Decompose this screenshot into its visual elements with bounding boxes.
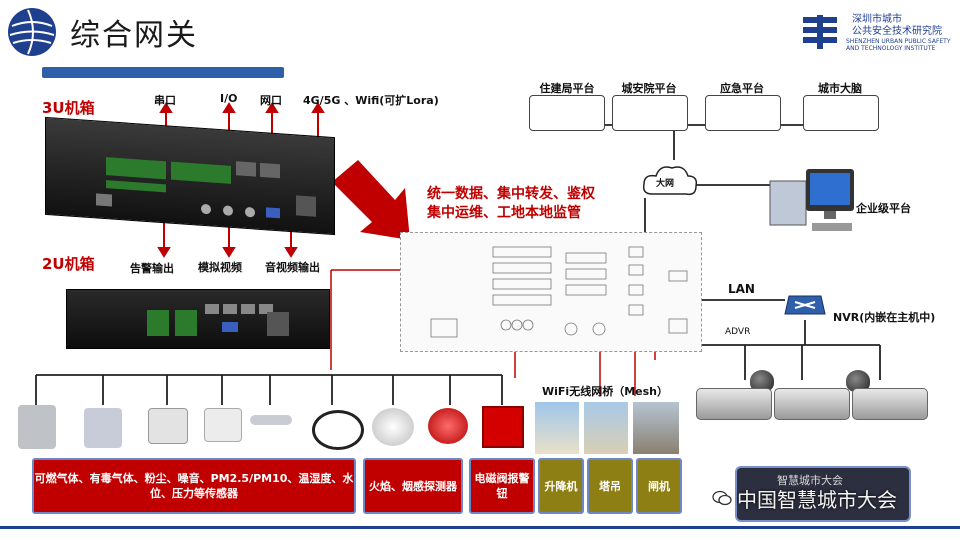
pressure-sensor-icon [312, 410, 364, 450]
chassis-2u-image [66, 289, 330, 349]
org-name-en: SHENZHEN URBAN PUBLIC SAFETY AND TECHNOL… [846, 38, 951, 52]
label-serial-port: 串口 [154, 94, 176, 107]
gate-photo [633, 402, 679, 454]
dust-sensor-icon [148, 408, 188, 444]
platform-label-safety-institute: 城安院平台 [621, 82, 677, 95]
bullet-camera-icon-3 [852, 388, 928, 420]
platform-label-emergency: 应急平台 [720, 82, 764, 95]
gate-category-box: 闸机 [636, 458, 682, 514]
gas-detector-icon [18, 405, 56, 449]
tower-crane-category-box: 塔吊 [587, 458, 633, 514]
conference-video-box: 智慧城市大会 [735, 466, 911, 522]
nvr-label: NVR(内嵌在主机中) [833, 311, 936, 324]
label-av-output: 音视频输出 [265, 261, 320, 274]
lift-category-box: 升降机 [538, 458, 584, 514]
humidity-sensor-icon [204, 408, 242, 442]
wifi-bridge-label: WiFi无线网桥（Mesh） [542, 385, 668, 398]
label-network-port: 网口 [260, 94, 282, 107]
platform-monitor-city-brain [803, 95, 879, 131]
label-io-port: I/O [220, 92, 238, 105]
dome-camera-icon-1 [750, 370, 774, 392]
conference-box-label: 智慧城市大会 [777, 474, 843, 487]
toxic-gas-detector-icon [84, 408, 122, 448]
enterprise-platform-label: 企业级平台 [856, 202, 911, 215]
org-name: 深圳市城市 公共安全技术研究院 [852, 14, 942, 38]
feature-line2: 集中运维、工地本地监管 [427, 205, 581, 221]
gateway-panel-drawing [400, 232, 702, 352]
platform-monitor-safety-institute [612, 95, 688, 131]
label-alarm-output: 告警输出 [130, 262, 174, 275]
feature-line1: 统一数据、集中转发、鉴权 [427, 186, 595, 202]
chassis-3u-image [45, 116, 335, 236]
label-2u-chassis: 2U机箱 [42, 255, 95, 273]
valve-alarm-category-box: 电磁阀报警钮 [469, 458, 535, 514]
label-analog-video: 模拟视频 [198, 261, 242, 274]
platform-monitor-housing [529, 95, 605, 131]
section-header-bar [42, 67, 284, 78]
lift-photo [535, 402, 579, 454]
alarm-button-icon [482, 406, 524, 448]
fire-detector-category-box: 火焰、烟感探测器 [363, 458, 463, 514]
water-level-sensor-icon [250, 415, 292, 425]
platform-label-city-brain: 城市大脑 [818, 82, 862, 95]
wechat-icon [712, 490, 732, 506]
dome-camera-icon-2 [846, 370, 870, 392]
gateway-feature-text: 统一数据、集中转发、鉴权 集中运维、工地本地监管 [427, 185, 595, 223]
footer-rule [0, 526, 960, 529]
flame-detector-icon [428, 408, 468, 444]
institute-globe-logo [8, 8, 56, 56]
bullet-camera-icon-1 [696, 388, 772, 420]
internet-cloud-icon [640, 162, 700, 200]
institute-emblem-icon [801, 13, 839, 51]
page-title: 综合网关 [70, 18, 198, 53]
watermark-text: 中国智慧城市大会 [737, 488, 897, 512]
org-name-line2: 公共安全技术研究院 [852, 26, 942, 37]
org-name-en-line1: SHENZHEN URBAN PUBLIC SAFETY [846, 38, 951, 45]
platform-label-housing: 住建局平台 [539, 82, 595, 95]
tower-crane-photo [584, 402, 628, 454]
smoke-detector-icon [372, 408, 414, 446]
advr-label: ADVR [725, 327, 751, 337]
org-name-en-line2: AND TECHNOLOGY INSTITUTE [846, 45, 936, 52]
platform-monitor-emergency [705, 95, 781, 131]
enterprise-pc-icon [766, 165, 856, 240]
sensor-category-box: 可燃气体、有毒气体、粉尘、噪音、PM2.5/PM10、温湿度、水位、压力等传感器 [32, 458, 356, 514]
label-3u-chassis: 3U机箱 [42, 99, 95, 117]
nvr-switch-icon [783, 290, 827, 320]
label-wireless-port: 4G/5G 、Wifi(可扩Lora) [303, 94, 439, 107]
bullet-camera-icon-2 [774, 388, 850, 420]
org-name-line1: 深圳市城市 [852, 14, 902, 25]
internet-label: 大网 [656, 179, 675, 189]
lan-label: LAN [728, 282, 755, 296]
